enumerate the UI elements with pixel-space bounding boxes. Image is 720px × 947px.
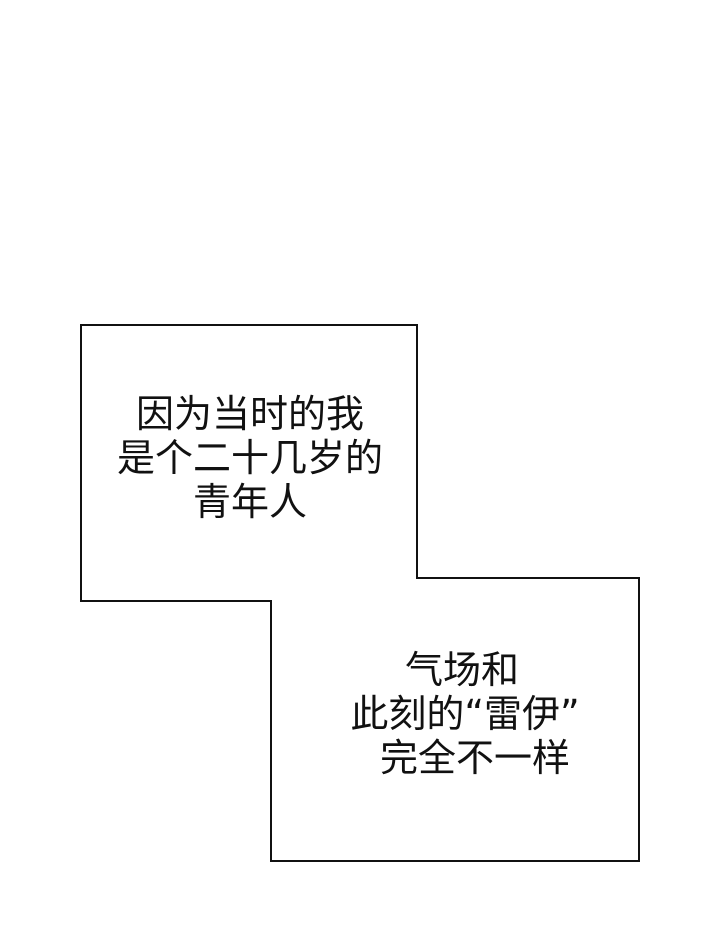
caption-line: 完全不一样: [379, 736, 570, 780]
caption-line: 是个二十几岁的: [116, 436, 383, 480]
caption-box-1-text: 因为当时的我 是个二十几岁的 青年人: [82, 392, 418, 524]
caption-line: 青年人: [192, 480, 307, 524]
caption-line: 因为当时的我: [135, 392, 364, 436]
caption-line: 此刻的“雷伊”: [350, 692, 580, 736]
caption-box-2-text: 气场和 此刻的“雷伊” 完全不一样: [300, 648, 630, 780]
caption-line: 气场和: [404, 648, 519, 692]
